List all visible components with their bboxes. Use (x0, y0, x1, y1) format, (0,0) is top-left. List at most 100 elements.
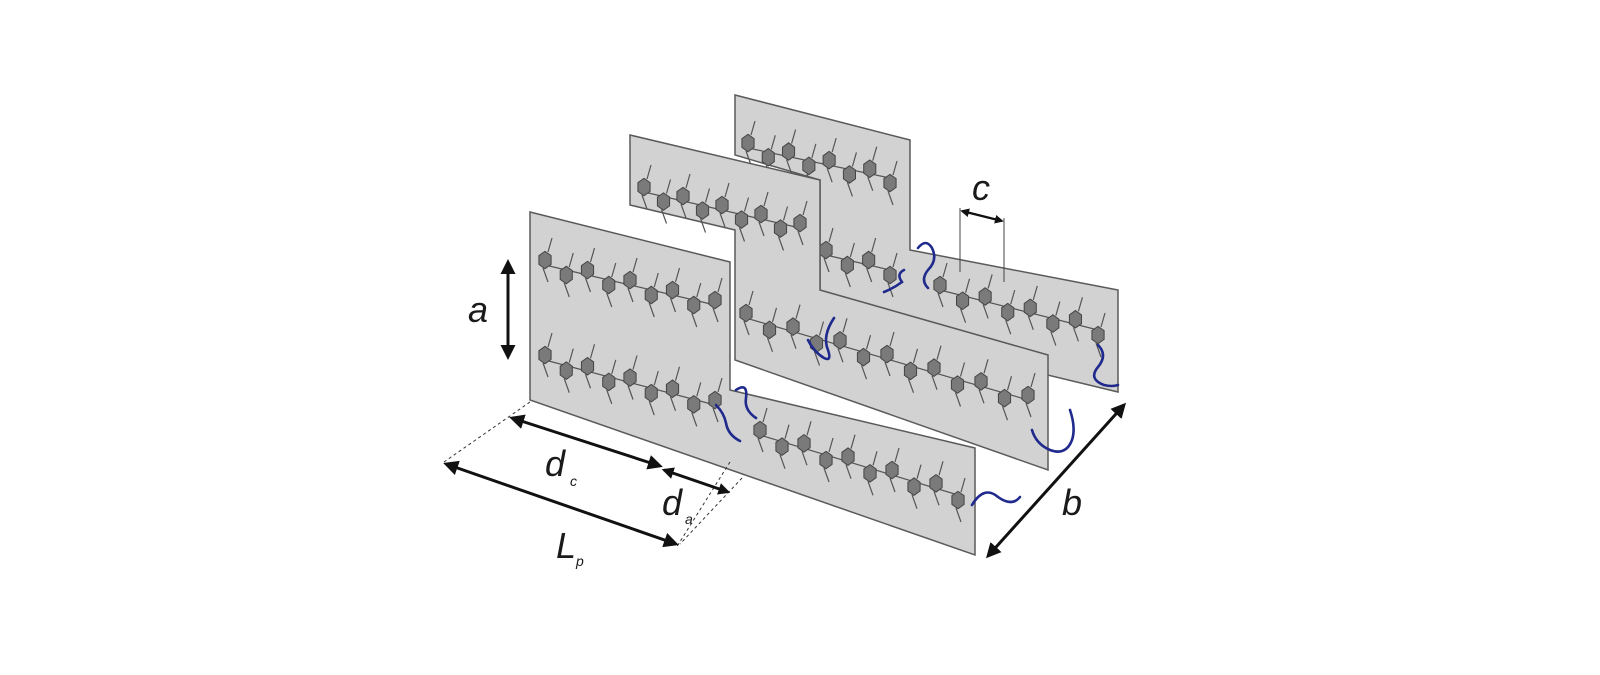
crystal-repeat-unit (978, 274, 993, 319)
crystal-repeat-unit (819, 437, 834, 483)
crystal-repeat-unit (856, 335, 872, 380)
crystal-repeat-unit (842, 152, 858, 197)
crystal-repeat-unit (695, 188, 711, 233)
crystal-repeat-unit (775, 424, 790, 469)
crystal-repeat-unit (1023, 285, 1038, 331)
crystal-repeat-unit (708, 277, 723, 323)
crystal-repeat-unit (885, 447, 900, 493)
crystal-repeat-unit (580, 344, 596, 389)
crystal-repeat-unit (863, 451, 878, 496)
crystal-repeat-unit (665, 366, 681, 411)
crystal-repeat-unit (602, 359, 617, 405)
crystal-chain-row (538, 332, 723, 427)
crystal-repeat-unit (687, 282, 702, 328)
crystal-repeat-unit (797, 421, 812, 466)
crystal-repeat-unit (951, 477, 966, 523)
crystal-repeat-unit (833, 318, 848, 363)
amorphous-chain-segment (1092, 343, 1120, 388)
crystal-repeat-unit (762, 307, 778, 353)
crystal-repeat-unit (1001, 289, 1016, 335)
crystal-repeat-unit (580, 247, 596, 293)
amorphous-chain-segment (916, 241, 936, 290)
dimension-dc-arrow (509, 414, 663, 470)
crystal-repeat-unit (862, 237, 877, 283)
dimension-a: a (468, 259, 516, 360)
label-lp-subscript: p (575, 553, 584, 569)
crystal-repeat-unit (623, 355, 638, 400)
dimension-periods: d c d a L p (443, 401, 743, 569)
crystal-repeat-unit (841, 434, 856, 479)
crystal-repeat-unit (883, 160, 898, 206)
crystal-chain-row (933, 262, 1106, 358)
amorphous-chain-segment (714, 403, 742, 443)
crystal-repeat-unit (538, 237, 553, 283)
crystal-repeat-unit (665, 267, 681, 313)
crystal-repeat-unit (786, 304, 801, 349)
label-b: b (1062, 482, 1082, 523)
dimension-lp-arrow (443, 460, 679, 548)
dimension-c: c (959, 167, 1005, 282)
crystal-repeat-unit (559, 348, 574, 393)
label-da: d (662, 482, 683, 523)
crystal-repeat-unit (656, 179, 672, 224)
crystal-repeat-unit (929, 461, 944, 506)
crystal-repeat-unit (950, 362, 966, 407)
crystal-repeat-unit (559, 252, 574, 298)
crystal-repeat-unit (637, 164, 652, 210)
dimension-c-arrow (960, 208, 1004, 224)
label-c: c (972, 167, 990, 208)
crystal-repeat-unit (754, 191, 769, 237)
crystal-repeat-unit (773, 206, 789, 251)
crystal-repeat-unit (822, 137, 837, 183)
chain-backbone (825, 254, 891, 271)
crystal-repeat-unit (644, 272, 659, 318)
crystal-repeat-unit (1068, 297, 1084, 342)
crystal-repeat-unit (1046, 301, 1061, 346)
crystal-repeat-unit (907, 464, 922, 509)
crystal-repeat-unit (903, 348, 919, 394)
crystal-repeat-unit (538, 332, 553, 378)
dimension-b-arrow (985, 402, 1127, 559)
crystal-repeat-unit (708, 377, 723, 423)
crystal-repeat-unit (676, 173, 691, 219)
crystal-repeat-unit (863, 146, 878, 191)
crystal-repeat-unit (933, 262, 948, 308)
crystal-chain-row (538, 237, 723, 328)
crystal-chain-row (637, 164, 808, 251)
crystal-repeat-unit (927, 345, 942, 390)
crystal-repeat-unit (623, 257, 638, 303)
amorphous-chain-segment (806, 316, 836, 361)
crystal-repeat-unit (715, 182, 730, 228)
crystal-repeat-unit (734, 197, 750, 242)
crystal-repeat-unit (687, 382, 702, 427)
amorphous-chain-segment (734, 386, 758, 420)
lamella-front (529, 211, 976, 557)
label-a: a (468, 289, 488, 330)
amorphous-chain-segment (970, 491, 1022, 507)
extension-line (675, 461, 731, 549)
crystal-repeat-unit (880, 331, 895, 377)
label-dc: d (545, 443, 566, 484)
crystal-chain-row (819, 227, 898, 298)
lamella-middle (629, 134, 1049, 472)
crystal-repeat-unit (644, 370, 659, 416)
crystal-repeat-unit (602, 262, 617, 308)
crystal-repeat-unit (782, 129, 797, 174)
crystal-repeat-unit (793, 200, 808, 246)
chain-backbone (759, 434, 959, 496)
amorphous-chain-segment (882, 268, 906, 294)
crystal-repeat-unit (956, 278, 971, 323)
label-lp: L (556, 525, 576, 566)
crystal-chain-row (741, 120, 898, 206)
crystal-chain-row (753, 407, 966, 523)
label-da-subscript: a (685, 511, 693, 527)
dimension-b: b (985, 402, 1127, 559)
crystal-repeat-unit (974, 359, 989, 404)
crystal-repeat-unit (739, 290, 754, 336)
crystal-repeat-unit (741, 120, 756, 166)
crystal-repeat-unit (840, 242, 855, 288)
label-dc-subscript: c (570, 473, 577, 489)
extension-line (443, 401, 531, 463)
crystal-repeat-unit (753, 407, 768, 453)
